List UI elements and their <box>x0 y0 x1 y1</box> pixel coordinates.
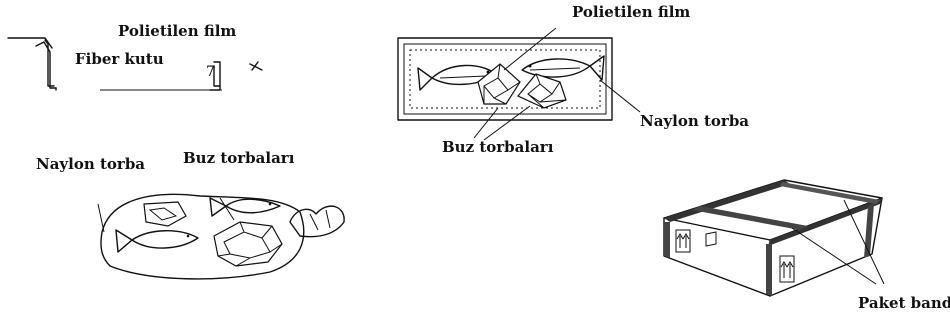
ice-bag-icon <box>478 64 520 104</box>
nylon-bag-with-fish <box>98 194 344 279</box>
ice-bag-icon <box>214 222 282 266</box>
label-polyethylene-film-2: Polietilen film <box>572 5 690 20</box>
label-packing-tape: Paket bandı <box>858 296 950 311</box>
fish-icon <box>116 230 198 252</box>
svg-text:7: 7 <box>206 64 215 80</box>
ice-bag-icon <box>144 202 186 226</box>
carton-box-icon <box>664 180 884 296</box>
up-arrows-icon <box>676 230 690 252</box>
tray-with-fish <box>398 28 640 140</box>
label-fiber-box: Fiber kutu <box>75 52 164 67</box>
ice-bag-icon <box>518 74 566 108</box>
label-nylon-bag-3: Naylon torba <box>36 157 145 172</box>
label-ice-bags-3: Buz torbaları <box>183 151 294 166</box>
label-nylon-bag-2: Naylon torba <box>640 114 749 129</box>
label-ice-bags-2: Buz torbaları <box>442 140 553 155</box>
label-polyethylene-film-1: Polietilen film <box>118 24 236 39</box>
up-arrows-icon <box>780 256 794 282</box>
